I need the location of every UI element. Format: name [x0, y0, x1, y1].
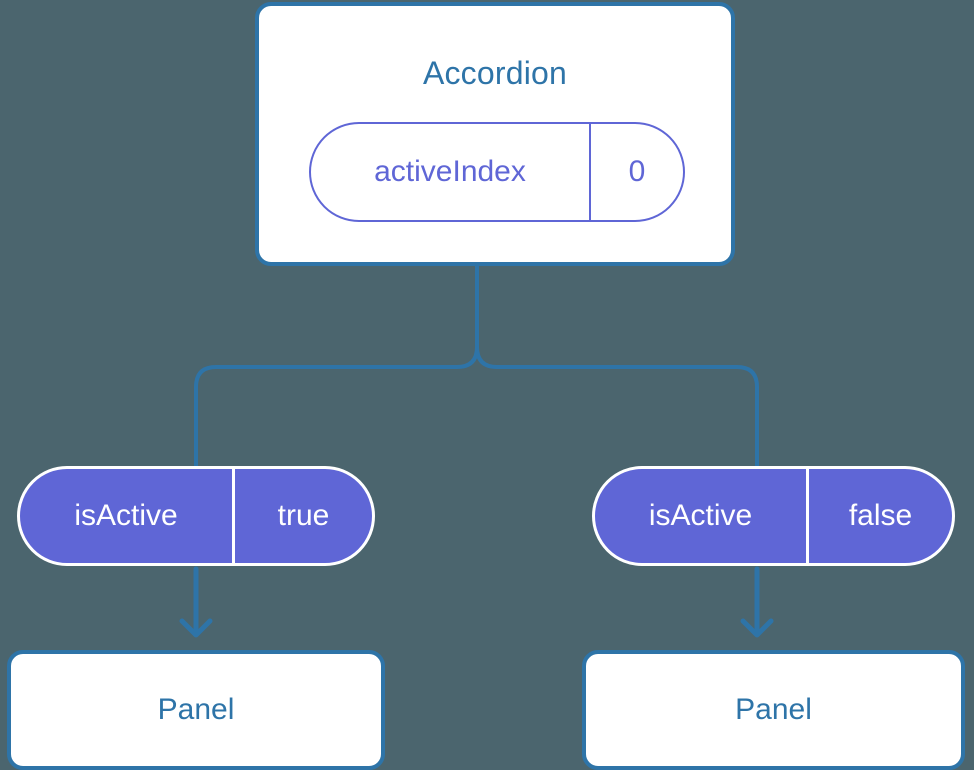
accordion-title: Accordion [422, 55, 568, 91]
branch-line-right [475, 345, 759, 468]
arrow-head-left-icon [179, 618, 213, 638]
prop-pill-value: false [848, 499, 913, 532]
prop-pill-is-active-false[interactable]: isActive false [592, 466, 955, 566]
panel-component-card-right[interactable]: Panel [582, 650, 965, 770]
prop-pill-key: isActive [595, 469, 809, 563]
accordion-component-card[interactable]: Accordion activeIndex 0 [255, 2, 735, 266]
prop-pill-key: isActive [20, 469, 235, 563]
branch-line-left [194, 345, 479, 468]
panel-title-right: Panel [735, 693, 812, 726]
state-pill-active-index[interactable]: activeIndex 0 [309, 122, 685, 222]
prop-pill-is-active-true[interactable]: isActive true [17, 466, 375, 566]
state-pill-key: activeIndex [311, 124, 591, 220]
panel-title-left: Panel [157, 693, 235, 726]
state-pill-value: 0 [628, 155, 646, 188]
prop-pill-value: true [277, 499, 330, 532]
panel-component-card-left[interactable]: Panel [7, 650, 385, 770]
arrow-head-right-icon [740, 618, 774, 638]
